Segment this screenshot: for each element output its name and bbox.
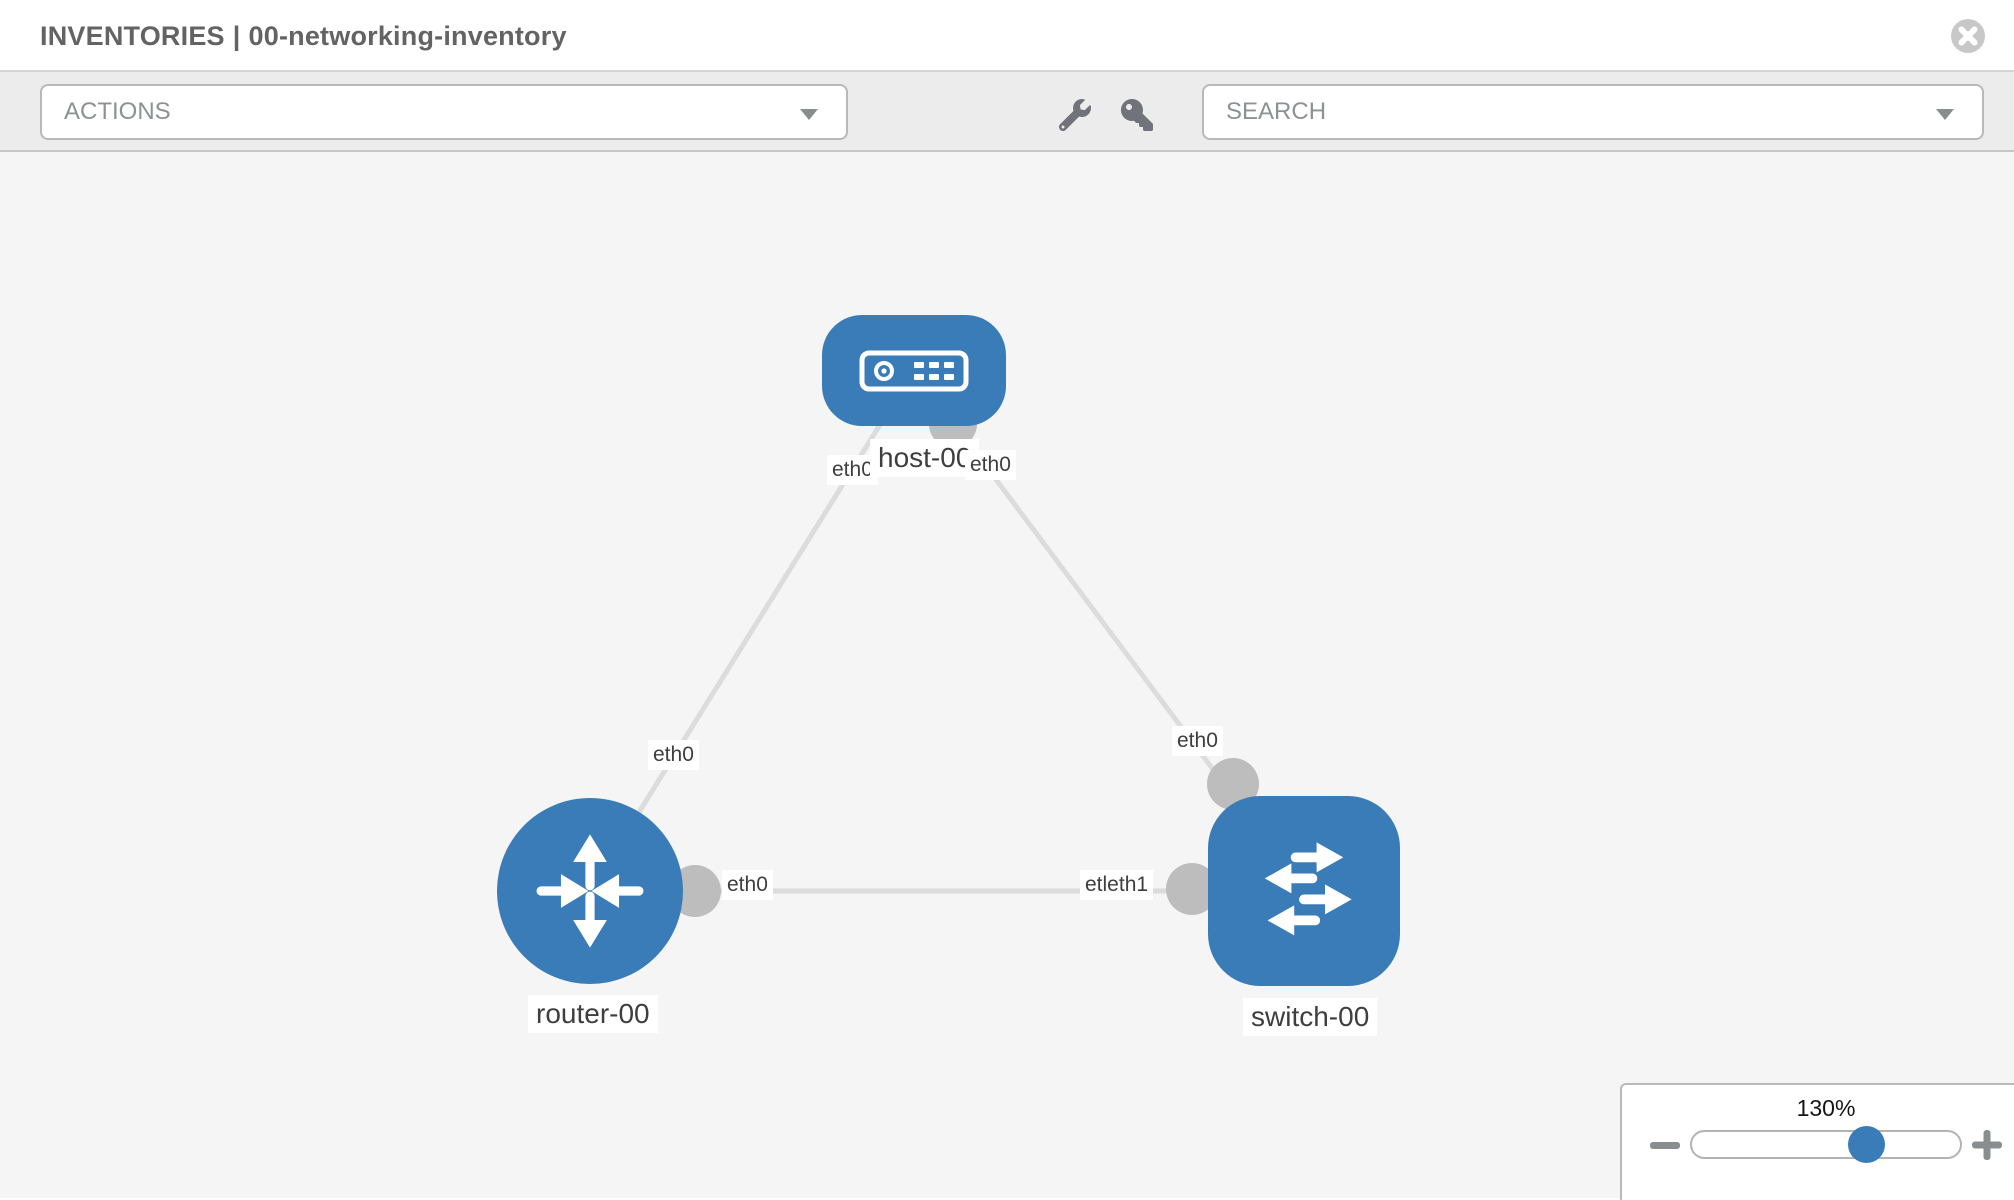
node-switch-00[interactable] (1208, 796, 1400, 986)
inventory-name: 00-networking-inventory (248, 21, 567, 51)
node-label-host-00: host-00 (870, 439, 980, 477)
close-icon (1950, 19, 1986, 57)
interface-label-switch-eth1-router-link: etleth1 (1080, 870, 1154, 900)
node-host-00[interactable] (822, 315, 1006, 426)
actions-dropdown-label: ACTIONS (64, 98, 171, 125)
zoom-slider-track[interactable] (1690, 1130, 1962, 1159)
node-router-00[interactable] (497, 798, 683, 984)
plus-icon (1969, 1130, 2005, 1166)
chevron-down-icon (1936, 109, 1954, 120)
credentials-button[interactable] (1118, 96, 1156, 134)
zoom-out-button[interactable] (1646, 1129, 1684, 1161)
interface-label-router-eth0-host-link: eth0 (648, 740, 699, 770)
minus-icon (1648, 1142, 1682, 1164)
node-label-switch-00: switch-00 (1243, 998, 1378, 1036)
chevron-down-icon (800, 109, 818, 120)
actions-dropdown[interactable]: ACTIONS (40, 84, 848, 140)
key-icon (1118, 99, 1156, 131)
interface-label-host-eth0-right: eth0 (965, 450, 1016, 480)
topology-canvas[interactable]: eth0 host-00 eth0 eth0 eth0 eth0 etleth1… (0, 152, 2014, 1198)
node-label-router-00: router-00 (528, 995, 658, 1033)
zoom-control-panel: 130% (1620, 1083, 2014, 1200)
zoom-level-readout: 130% (1796, 1095, 1856, 1121)
page-header: INVENTORIES|00-networking-inventory (0, 0, 2014, 72)
zoom-in-button[interactable] (1968, 1127, 2006, 1163)
interface-label-host-eth0-left: eth0 (827, 455, 878, 485)
configure-button[interactable] (1056, 96, 1094, 134)
breadcrumb-separator: | (232, 21, 241, 51)
search-dropdown-label: SEARCH (1226, 98, 1327, 125)
interface-label-switch-eth0-host-link: eth0 (1172, 726, 1223, 756)
page-title: INVENTORIES|00-networking-inventory (40, 0, 575, 72)
search-dropdown[interactable]: SEARCH (1202, 84, 1984, 140)
topology-links-layer (587, 368, 1307, 917)
toolbar: ACTIONS SEARCH (0, 72, 2014, 152)
wrench-icon (1056, 99, 1094, 131)
breadcrumb-section: INVENTORIES (40, 21, 225, 51)
interface-connectors (669, 400, 1259, 917)
zoom-slider-thumb[interactable] (1848, 1126, 1885, 1163)
interface-label-router-eth0-switch-link: eth0 (722, 870, 773, 900)
close-button[interactable] (1950, 18, 1986, 54)
connector-switch-left (1166, 863, 1218, 915)
